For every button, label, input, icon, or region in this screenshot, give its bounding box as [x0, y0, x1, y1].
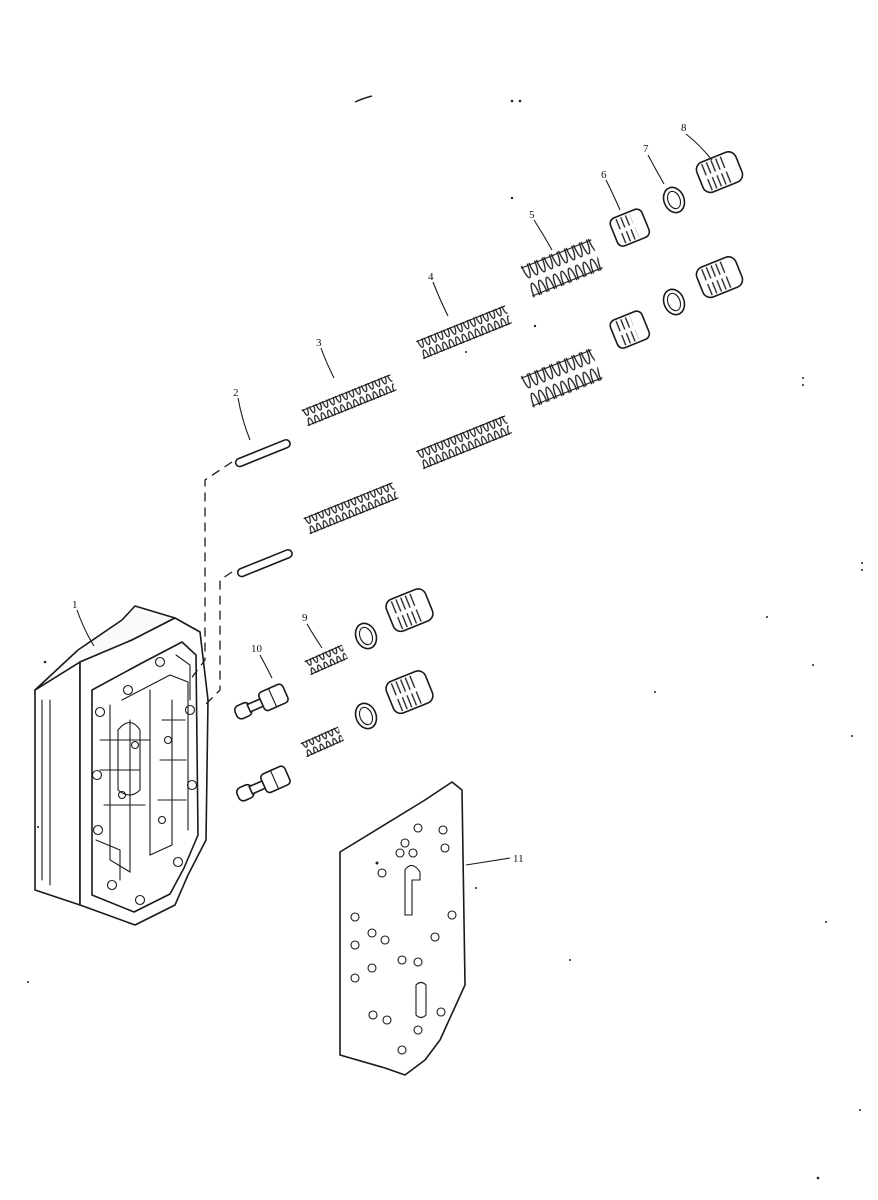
spring-part-3 — [301, 374, 397, 427]
callout-10: 10 — [251, 643, 273, 679]
assembly-line-upper — [189, 461, 233, 681]
valve-part-10 — [233, 683, 289, 720]
callout-6: 6 — [601, 169, 621, 211]
callout-3: 3 — [316, 337, 335, 379]
svg-text:3: 3 — [316, 337, 322, 349]
svg-text:7: 7 — [643, 143, 649, 155]
valve-train-short-lower — [235, 670, 434, 802]
separator-plate-part-11 — [339, 781, 466, 1076]
svg-text:11: 11 — [513, 853, 524, 865]
spring-part-5 — [520, 238, 603, 298]
assembly-line-lower — [204, 571, 233, 706]
valve-train-upper — [234, 151, 744, 468]
plug-part-6 — [609, 208, 651, 247]
callout-7: 7 — [643, 143, 665, 185]
svg-text:10: 10 — [251, 643, 263, 655]
spring-part-9 — [304, 644, 348, 676]
scan-specks — [27, 95, 863, 1180]
svg-text:8: 8 — [681, 122, 687, 134]
callout-5: 5 — [529, 209, 553, 251]
svg-text:9: 9 — [302, 612, 308, 624]
valve-train-second — [236, 256, 744, 578]
callout-8: 8 — [681, 122, 713, 161]
plug-part-8 — [695, 151, 744, 194]
callout-9: 9 — [302, 612, 323, 649]
callout-1: 1 — [72, 599, 95, 647]
callout-2: 2 — [233, 387, 251, 441]
valve-body-housing — [34, 605, 209, 926]
spring-part-4 — [416, 305, 513, 360]
svg-text:5: 5 — [529, 209, 535, 221]
pin-part-2 — [234, 438, 291, 468]
callout-4: 4 — [428, 271, 449, 317]
callout-11: 11 — [465, 853, 524, 866]
svg-text:4: 4 — [428, 271, 434, 283]
svg-text:2: 2 — [233, 387, 239, 399]
svg-text:6: 6 — [601, 169, 607, 181]
valve-train-short-upper — [233, 588, 434, 720]
ring-part-7 — [662, 186, 686, 214]
svg-text:1: 1 — [72, 599, 78, 611]
